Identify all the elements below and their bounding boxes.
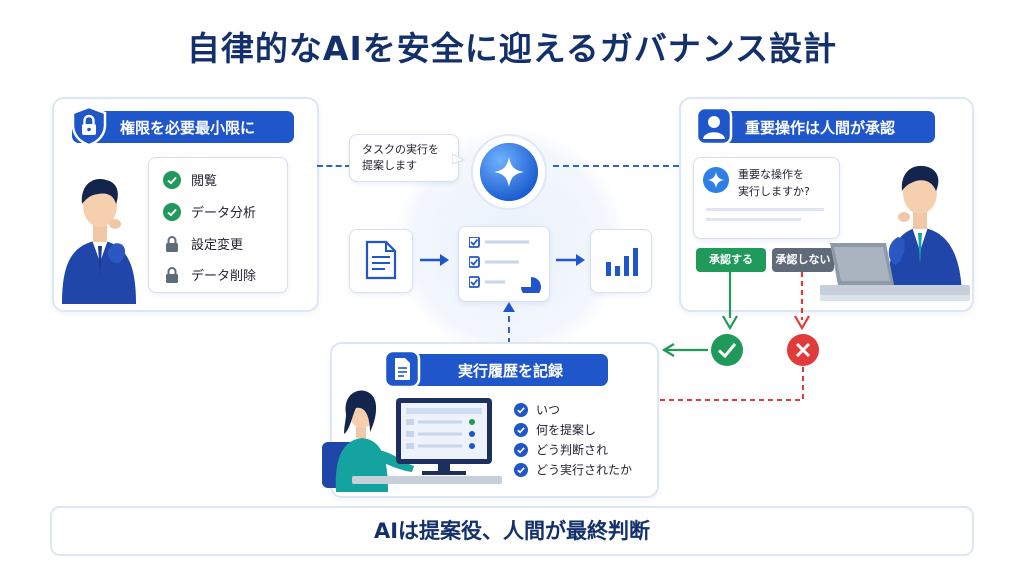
permission-label: データ削除 bbox=[191, 269, 257, 284]
log-item-label: いつ bbox=[536, 403, 561, 417]
ai-speech-text: タスクの実行を 提案します bbox=[362, 143, 439, 172]
check-circle-icon bbox=[514, 442, 528, 457]
reject-to-log-connector bbox=[655, 367, 804, 401]
ai-sparkle-icon bbox=[471, 134, 547, 210]
rejected-x-icon bbox=[787, 334, 819, 366]
approval-dialog: 重要な操作を 実行しますか? bbox=[693, 157, 840, 239]
log-item-judged: どう判断され bbox=[514, 441, 608, 458]
least-privilege-heading: 権限を必要最小限に bbox=[71, 105, 294, 147]
bar-chart-icon bbox=[606, 248, 638, 276]
businessman-laptop-illustration bbox=[820, 165, 970, 301]
connector-ai-to-approval bbox=[553, 165, 679, 167]
execution-log-heading: 実行履歴を記録 bbox=[383, 349, 608, 389]
human-approval-heading-text: 重要操作は人間が承認 bbox=[745, 118, 896, 137]
permission-item-view: 閲覧 bbox=[163, 170, 217, 189]
approve-flow-arrow bbox=[722, 272, 738, 330]
approve-button[interactable]: 承認する bbox=[696, 248, 766, 272]
log-item-label: どう判断され bbox=[536, 443, 609, 457]
log-item-executed: どう実行されたか bbox=[514, 461, 632, 478]
lock-icon bbox=[166, 235, 178, 252]
execution-log-heading-text: 実行履歴を記録 bbox=[457, 361, 563, 380]
reject-button[interactable]: 承認しない bbox=[772, 248, 834, 272]
permission-label: 閲覧 bbox=[191, 174, 218, 189]
log-item-label: どう実行されたか bbox=[536, 463, 633, 477]
document-badge-icon bbox=[383, 349, 421, 389]
permission-item-delete: データ削除 bbox=[163, 265, 256, 284]
permission-label: データ分析 bbox=[191, 206, 257, 221]
permission-list-card: 閲覧 データ分析 設定変更 データ削除 bbox=[148, 157, 288, 293]
result-chart-card bbox=[590, 229, 652, 293]
summary-footer: AIは提案役、人間が最終判断 bbox=[50, 506, 974, 556]
log-item-label: 何を提案し bbox=[536, 423, 597, 437]
check-circle-icon bbox=[163, 202, 181, 221]
arrow-right-icon bbox=[556, 254, 585, 266]
shield-lock-icon bbox=[71, 105, 107, 147]
check-circle-icon bbox=[514, 462, 528, 477]
arrow-right-icon bbox=[420, 254, 449, 266]
log-item-when: いつ bbox=[514, 401, 560, 418]
thinking-man-illustration bbox=[62, 179, 136, 304]
permission-item-analysis: データ分析 bbox=[163, 202, 256, 221]
approval-question: 重要な操作を 実行しますか? bbox=[738, 168, 810, 198]
speech-bubble-tail bbox=[452, 153, 466, 165]
permission-item-settings: 設定変更 bbox=[163, 234, 243, 253]
page-title: 自律的なAIを安全に迎えるガバナンス設計 bbox=[186, 29, 838, 68]
permission-label: 設定変更 bbox=[191, 238, 244, 253]
reject-flow-arrow bbox=[794, 272, 810, 330]
least-privilege-heading-text: 権限を必要最小限に bbox=[120, 118, 256, 137]
connector-left-to-ai bbox=[317, 165, 351, 167]
check-circle-icon bbox=[514, 422, 528, 437]
ai-sparkle-icon bbox=[703, 167, 729, 193]
ai-speech-bubble: タスクの実行を 提案します bbox=[349, 134, 459, 182]
human-approval-heading: 重要操作は人間が承認 bbox=[695, 106, 935, 146]
user-badge-icon bbox=[695, 106, 733, 146]
check-circle-icon bbox=[514, 402, 528, 417]
dialog-placeholder-line bbox=[706, 208, 824, 211]
arrow-up-icon bbox=[503, 302, 515, 312]
document-icon bbox=[365, 240, 397, 280]
log-item-what: 何を提案し bbox=[514, 421, 596, 438]
dialog-placeholder-line bbox=[706, 218, 801, 221]
checklist-icon bbox=[469, 237, 541, 293]
document-card bbox=[349, 229, 413, 293]
connector-log-to-workflow bbox=[508, 316, 510, 344]
approved-check-icon bbox=[711, 334, 743, 366]
check-circle-icon bbox=[163, 170, 181, 189]
lock-icon bbox=[166, 266, 178, 283]
woman-monitor-illustration bbox=[322, 390, 502, 492]
approved-to-execute-arrow bbox=[662, 343, 708, 357]
task-checklist-card bbox=[458, 226, 550, 302]
